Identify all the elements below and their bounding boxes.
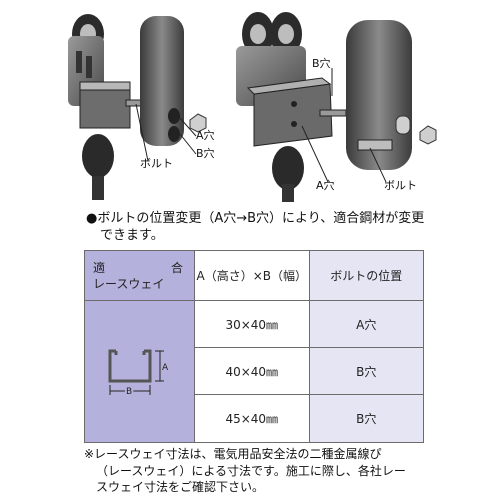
header-left-b: 合 (171, 261, 184, 275)
row-3-hole: B穴 (308, 394, 424, 443)
row-2-size: 40×40㎜ (194, 347, 310, 395)
bolt-position-note: ●ボルトの位置変更（A穴→B穴）により、適合鋼材が変更 できます。 (86, 210, 424, 244)
label-a-hole-right: A穴 (316, 179, 335, 192)
note-line-1: ●ボルトの位置変更（A穴→B穴）により、適合鋼材が変更 (86, 211, 425, 226)
table-row: A B 30×40㎜ A穴 (84, 300, 424, 443)
header-left-a: 適 (93, 261, 106, 275)
label-bolt-right: ボルト (384, 179, 417, 192)
label-b-hole-right: B穴 (312, 57, 331, 70)
footnote-line-1: ※レースウェイ寸法は、電気用品安全法の二種金属線ぴ (84, 447, 382, 461)
raceway-diagram-cell: A B (84, 300, 195, 443)
diagram-label-b: B (126, 387, 132, 397)
row-3-size: 45×40㎜ (194, 394, 310, 443)
header-raceway: 適 合 レースウェイ (84, 250, 195, 301)
raceway-profile-diagram: A B (108, 349, 169, 399)
product-illustration: A穴 B穴 ボルト B穴 A穴 ボルト (40, 6, 480, 202)
label-bolt-left: ボルト (140, 157, 173, 170)
diagram-label-a: A (162, 363, 169, 373)
footnote-line-2: （レースウェイ）による寸法です。施工に際し、各社レー (96, 463, 406, 478)
table-row: 40×40㎜ B穴 (85, 347, 424, 395)
row-1-size: 30×40㎜ (194, 300, 310, 348)
header-left-bottom: レースウェイ (93, 277, 165, 291)
leader-lines (135, 68, 387, 183)
table-row: 45×40㎜ B穴 (85, 394, 424, 443)
row-1-hole: A穴 (308, 300, 424, 348)
raceway-footnote: ※レースウェイ寸法は、電気用品安全法の二種金属線ぴ （レースウェイ）による寸法で… (84, 446, 494, 496)
label-a-hole: A穴 (196, 129, 215, 142)
right-hanger (236, 12, 437, 202)
table-header-row: 適 合 レースウェイ A（高さ）×B（幅） ボルトの位置 (84, 250, 424, 301)
hanger-drawing (68, 12, 437, 202)
note-line-2: できます。 (100, 228, 164, 243)
footnote-line-3: スウェイ寸法をご確認下さい。 (96, 480, 265, 494)
row-2-hole: B穴 (308, 347, 424, 395)
left-hanger (68, 14, 207, 200)
header-bolt-position: ボルトの位置 (308, 250, 424, 301)
label-b-hole: B穴 (196, 147, 215, 160)
raceway-compatibility-table: 適 合 レースウェイ A（高さ）×B（幅） ボルトの位置 A B 30×40㎜ A… (84, 250, 424, 443)
header-dimension: A（高さ）×B（幅） (194, 250, 310, 301)
